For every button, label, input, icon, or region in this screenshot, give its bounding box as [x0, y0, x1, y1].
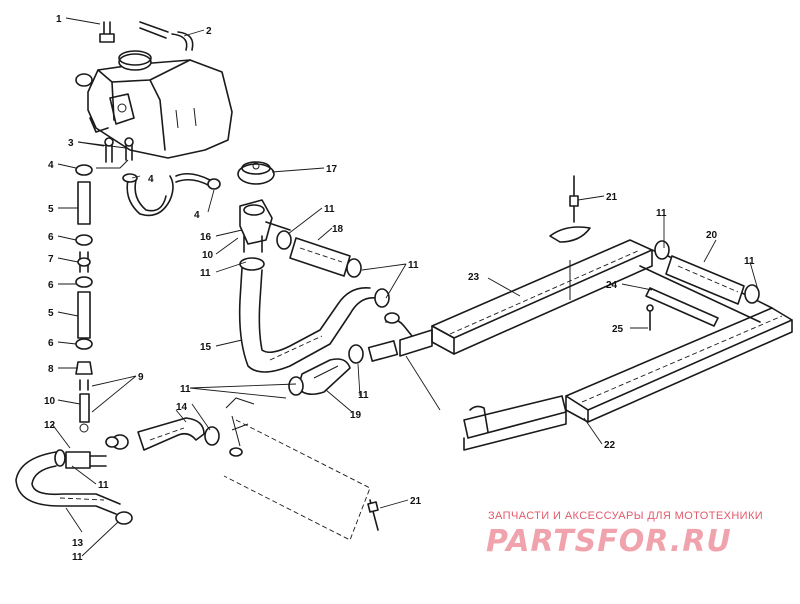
callout-11: 11 [324, 204, 335, 215]
callout-14: 14 [176, 402, 188, 413]
callout-4: 4 [48, 160, 54, 171]
callout-11: 11 [180, 384, 191, 395]
callout-5: 5 [48, 308, 54, 319]
connector-fitting [367, 312, 413, 362]
callout-5: 5 [48, 204, 54, 215]
callout-22: 22 [604, 440, 616, 451]
mounting-screws [96, 137, 134, 169]
callout-21: 21 [606, 192, 618, 203]
callout-6: 6 [48, 338, 54, 349]
callout-20: 20 [706, 230, 718, 241]
callout-11: 11 [98, 480, 109, 491]
watermark-subtitle: ЗАПЧАСТИ И АКСЕССУАРЫ ДЛЯ МОТОТЕХНИКИ [488, 510, 764, 522]
callout-24: 24 [606, 280, 618, 291]
callout-4: 4 [148, 174, 154, 185]
callout-1: 1 [56, 14, 62, 25]
callout-15: 15 [200, 342, 212, 353]
callout-9: 9 [138, 372, 144, 383]
callout-11: 11 [358, 390, 369, 401]
front-heat-exchanger [399, 226, 653, 357]
rear-heat-exchanger [463, 395, 567, 451]
callout-11: 11 [408, 260, 419, 271]
callout-4: 4 [194, 210, 200, 221]
callout-labels: 1 2 3 4 4 4 5 5 6 6 6 7 8 9 10 10 11 11 … [44, 14, 755, 563]
bleed-screw-lower [367, 499, 379, 531]
callout-6: 6 [48, 280, 54, 291]
tank-vent-fitting [99, 21, 115, 43]
formed-hose [238, 257, 390, 373]
callout-2: 2 [206, 26, 212, 37]
leader-lines [51, 17, 759, 557]
callout-19: 19 [350, 410, 362, 421]
filler-neck [237, 161, 291, 253]
bleed-line-stack [75, 164, 93, 433]
bleed-screw-upper [569, 175, 579, 223]
coolant-reservoir-tank [75, 50, 233, 159]
watermark-logo: PARTSFOR.RU [486, 524, 732, 559]
upper-hose [276, 230, 362, 278]
callout-11: 11 [200, 268, 211, 279]
callout-13: 13 [72, 538, 84, 549]
callout-10: 10 [202, 250, 214, 261]
elbow-hose [288, 344, 364, 396]
callout-25: 25 [612, 324, 624, 335]
callout-17: 17 [326, 164, 338, 175]
callout-23: 23 [468, 272, 480, 283]
callout-8: 8 [48, 364, 54, 375]
callout-12: 12 [44, 420, 56, 431]
callout-11: 11 [656, 208, 667, 219]
vent-hose [139, 21, 194, 51]
callout-21: 21 [410, 496, 422, 507]
callout-11: 11 [72, 552, 83, 563]
overflow-hose [122, 172, 221, 217]
callout-6: 6 [48, 232, 54, 243]
lower-hose [111, 417, 220, 451]
callout-7: 7 [48, 254, 54, 265]
crossover-hose [645, 240, 760, 331]
callout-3: 3 [68, 138, 74, 149]
return-hose [15, 436, 133, 525]
callout-10: 10 [44, 396, 56, 407]
callout-18: 18 [332, 224, 344, 235]
engine-mount-outline [223, 397, 371, 541]
callout-16: 16 [200, 232, 212, 243]
callout-11: 11 [744, 256, 755, 267]
